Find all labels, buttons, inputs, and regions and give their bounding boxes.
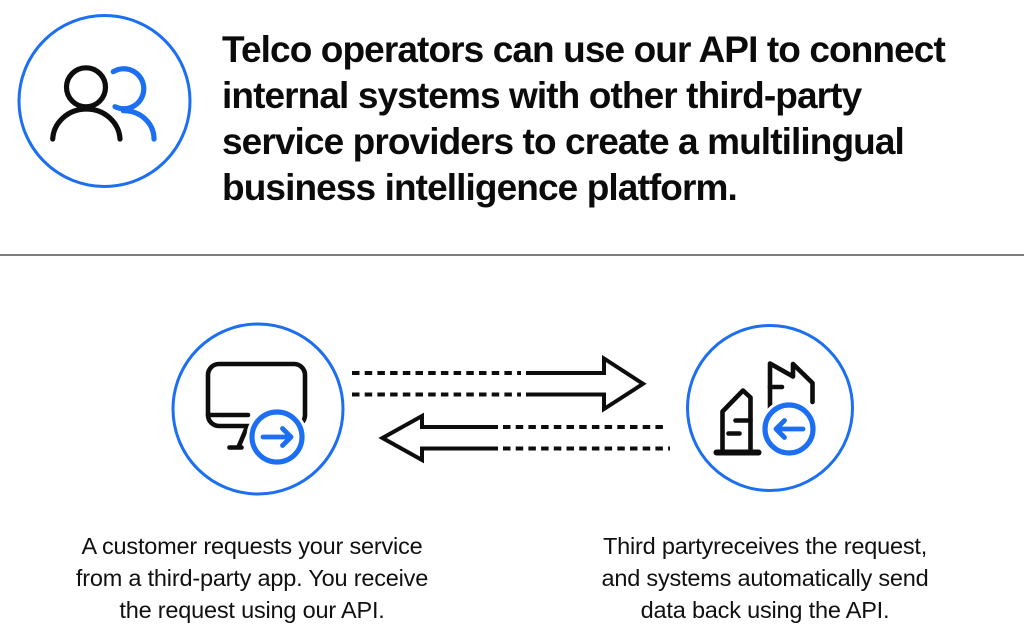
buildings-receive-icon	[686, 324, 854, 492]
caption-line: and systems automatically send	[601, 565, 929, 591]
caption-line: A customer requests your service	[81, 533, 423, 559]
blue-person-shoulder	[120, 108, 157, 142]
caption-line: from a third-party app. You receive	[75, 565, 429, 591]
headline-line: service providers to create a multilingu…	[222, 121, 905, 162]
caption-line: Third partyreceives the request,	[602, 533, 928, 559]
right-node-caption: Third partyreceives the request, and sys…	[545, 530, 985, 626]
two-people-icon	[17, 14, 192, 188]
left-node-caption: A customer requests your service from a …	[32, 530, 472, 626]
section-divider	[0, 254, 1024, 256]
request-arrow	[352, 354, 647, 413]
screen-send-icon	[171, 322, 345, 496]
headline-line: Telco operators can use our API to conne…	[222, 29, 946, 70]
send-arrow-icon	[260, 426, 294, 448]
headline-line: internal systems with other third-party	[222, 75, 862, 116]
black-person-shoulders	[50, 106, 123, 142]
headline-line: business intelligence platform.	[222, 167, 738, 208]
caption-line: data back using the API.	[640, 597, 890, 623]
badge-circle	[17, 14, 192, 188]
caption-line: the request using our API.	[119, 597, 385, 623]
headline: Telco operators can use our API to conne…	[222, 27, 1012, 211]
response-arrow	[378, 412, 670, 464]
receive-arrow-icon	[773, 418, 806, 440]
